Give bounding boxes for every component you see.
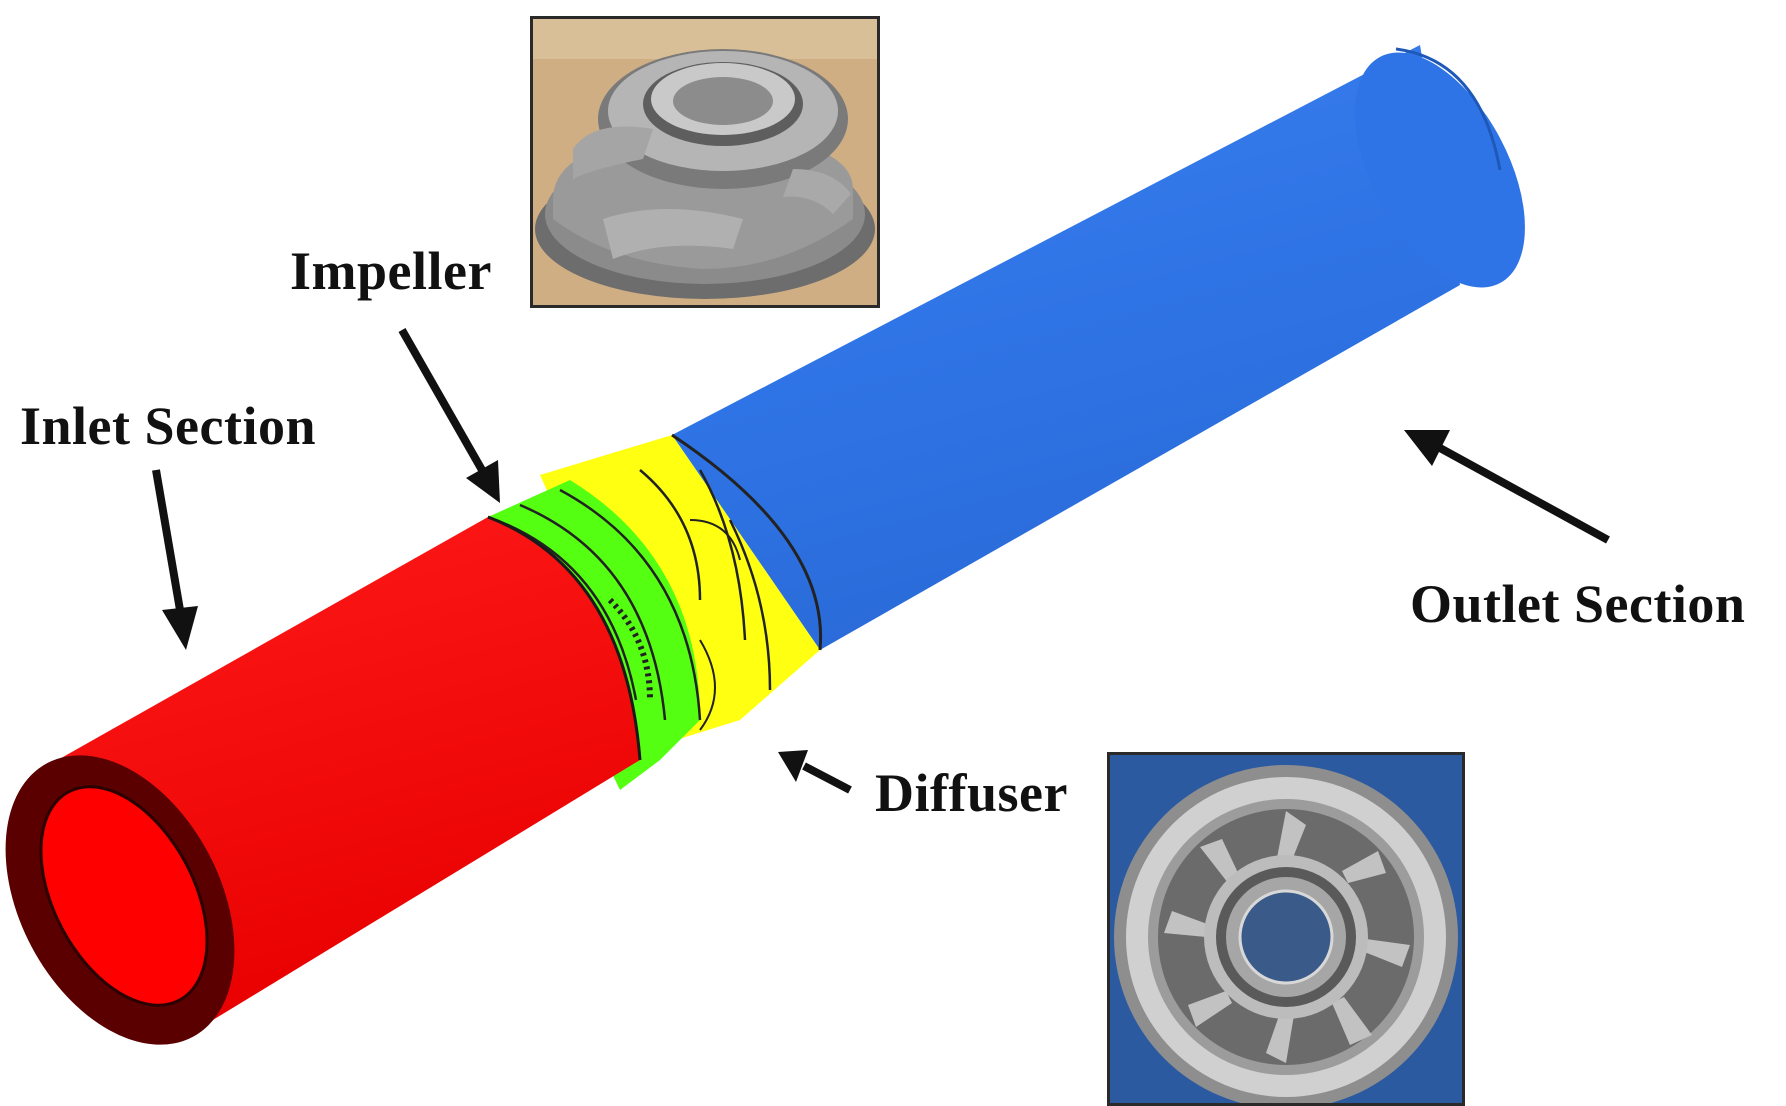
inlet-arrow [152,469,198,650]
diffuser-photo [1107,752,1465,1106]
diffuser-arrow [778,750,852,794]
outlet-section [672,45,1525,650]
impeller-label: Impeller [290,241,492,301]
impeller-photo [530,16,880,308]
outlet-section-label: Outlet Section [1410,574,1746,634]
impeller-image [533,19,877,305]
inlet-section [5,515,642,1045]
outlet-arrow [1404,430,1610,544]
arrows [152,328,1610,794]
diffuser-label: Diffuser [875,763,1068,823]
inlet-section-label: Inlet Section [20,396,316,456]
impeller-arrow [398,328,500,503]
diffuser-image [1110,755,1462,1103]
